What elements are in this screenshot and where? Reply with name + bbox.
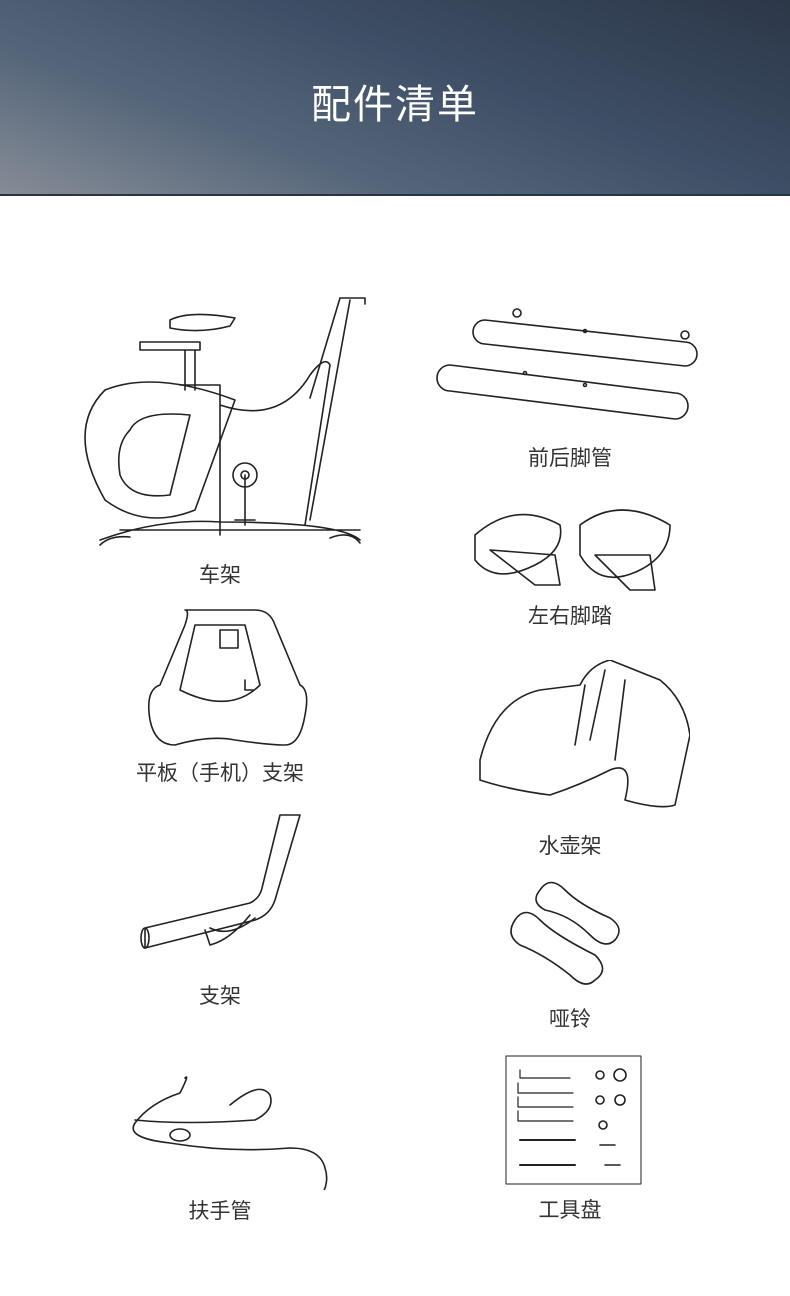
item-label-tool-tray: 工具盘: [538, 1198, 602, 1222]
item-label-pedals: 左右脚踏: [528, 604, 612, 628]
bottle-holder-icon: [479, 660, 690, 808]
item-label-bike-frame: 车架: [199, 563, 241, 587]
bracket-icon: [140, 814, 301, 949]
item-label-handlebar: 扶手管: [188, 1199, 252, 1223]
item-label-dumbbell: 哑铃: [549, 1007, 591, 1031]
item-label-foot-tubes: 前后脚管: [528, 446, 612, 470]
foot-tubes-icon: [436, 308, 698, 420]
handlebar-icon: [132, 1076, 328, 1190]
bike-frame-icon: [84, 297, 366, 546]
tool-tray-icon: [505, 1055, 642, 1185]
header-banner: 配件清单: [0, 0, 790, 196]
item-label-tablet-holder: 平板（手机）支架: [136, 761, 304, 785]
item-label-bottle-holder: 水壶架: [538, 834, 602, 858]
tablet-holder-icon: [147, 609, 308, 746]
dumbbell-icon: [510, 881, 620, 985]
pedals-icon: [474, 509, 671, 591]
item-label-bracket: 支架: [199, 984, 241, 1008]
page-title: 配件清单: [311, 82, 479, 128]
